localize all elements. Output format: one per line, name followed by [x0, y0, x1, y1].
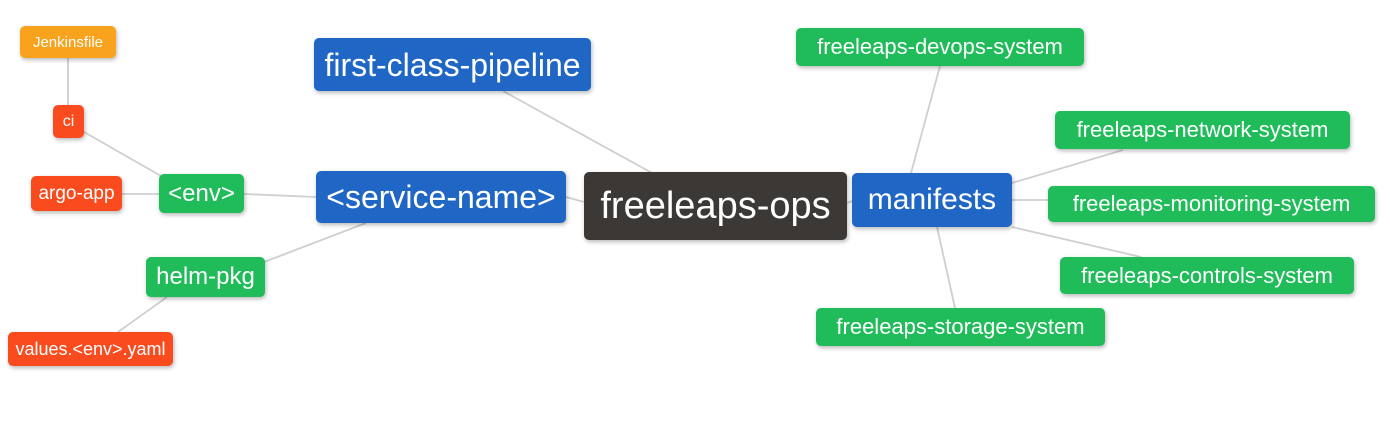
edge-manifests-network	[1011, 149, 1124, 184]
node-env[interactable]: <env>	[159, 174, 244, 213]
edge-env-service-name	[243, 193, 317, 198]
node-service-name[interactable]: <service-name>	[316, 171, 566, 223]
edge-service-name-freeleaps-ops	[565, 196, 585, 203]
edge-helm-pkg-service-name	[263, 222, 367, 263]
node-argo-app[interactable]: argo-app	[31, 176, 122, 211]
node-freeleaps-storage-system[interactable]: freeleaps-storage-system	[816, 308, 1105, 346]
node-freeleaps-devops-system[interactable]: freeleaps-devops-system	[796, 28, 1084, 66]
node-jenkinsfile[interactable]: Jenkinsfile	[20, 26, 116, 58]
node-ci[interactable]: ci	[53, 105, 84, 138]
edge-manifests-devops	[910, 65, 941, 174]
node-manifests[interactable]: manifests	[852, 173, 1012, 227]
node-freeleaps-controls-system[interactable]: freeleaps-controls-system	[1060, 257, 1354, 294]
node-freeleaps-network-system[interactable]: freeleaps-network-system	[1055, 111, 1350, 149]
edge-first-class-pipeline-freeleaps-ops	[502, 90, 653, 174]
node-helm-pkg[interactable]: helm-pkg	[146, 257, 265, 297]
node-freeleaps-ops[interactable]: freeleaps-ops	[584, 172, 847, 240]
node-freeleaps-monitoring-system[interactable]: freeleaps-monitoring-system	[1048, 186, 1375, 222]
edge-ci-env	[83, 131, 162, 177]
edge-manifests-storage	[936, 226, 956, 309]
edge-values-helm-pkg	[117, 296, 168, 333]
node-first-class-pipeline[interactable]: first-class-pipeline	[314, 38, 591, 91]
edge-manifests-controls	[1011, 226, 1142, 258]
node-values-env-yaml[interactable]: values.<env>.yaml	[8, 332, 173, 366]
